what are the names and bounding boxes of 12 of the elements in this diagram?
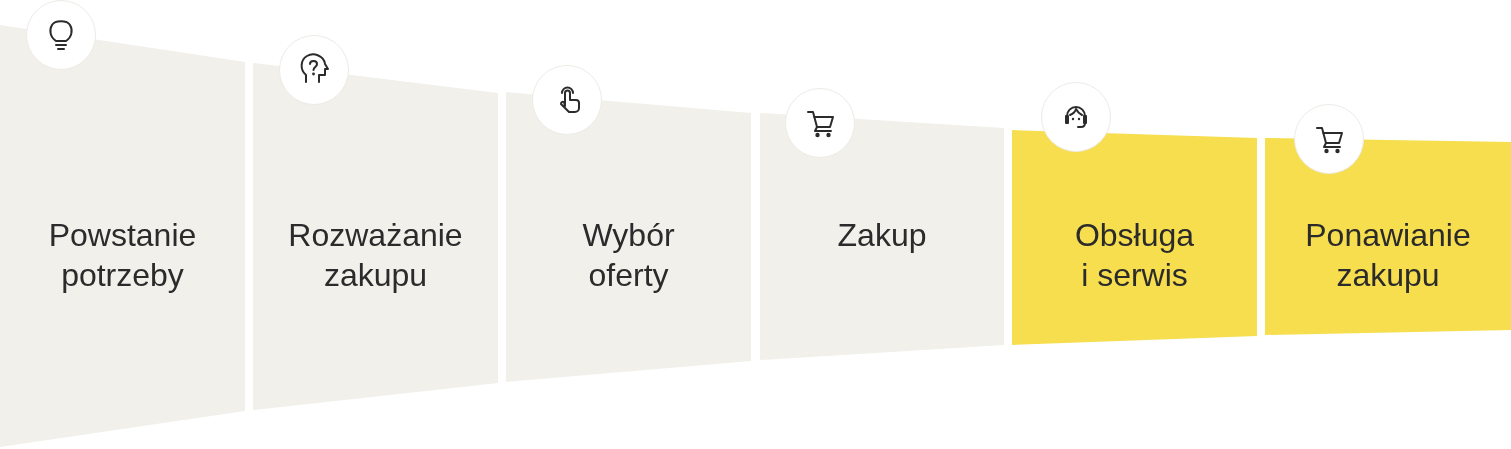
- funnel-stage-panel: [0, 25, 245, 447]
- funnel-stage-panel: [1012, 130, 1257, 345]
- stage-label: Rozważanie zakupu: [287, 216, 464, 295]
- stage-label: Ponawianie zakupu: [1304, 216, 1472, 295]
- stage-label: Zakup: [836, 216, 928, 255]
- stage-label: Wybór oferty: [581, 216, 676, 295]
- stage-label: Obsługa i serwis: [1073, 216, 1196, 295]
- funnel-stage-panel: [1265, 138, 1511, 335]
- funnel-stage-panel: [760, 113, 1004, 360]
- stage-label: Powstanie potrzeby: [47, 216, 198, 295]
- funnel-stage-panel: [506, 92, 751, 382]
- funnel-stage-panel: [253, 63, 498, 410]
